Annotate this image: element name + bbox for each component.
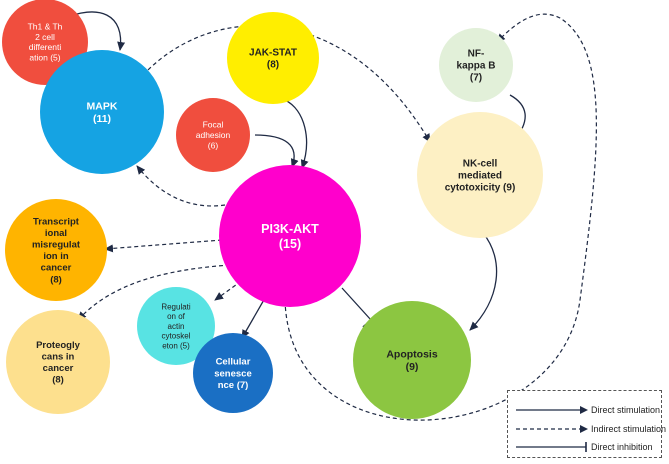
edge-pi3k-to-proteoglycans	[77, 264, 231, 321]
node-label-proteo: cancer	[43, 363, 74, 374]
node-label-apop: (9)	[406, 361, 419, 373]
edge-focal-to-pi3k	[254, 134, 299, 168]
node-label-proteo: Proteogly	[36, 340, 81, 351]
node-jak: JAK-STAT (8)	[227, 12, 319, 104]
node-circle-apop	[353, 301, 471, 419]
node-label-trans: (8)	[50, 274, 62, 285]
dashed-arrow-icon	[516, 425, 588, 433]
node-label-actin: eton (5)	[162, 341, 190, 350]
node-label-trans: ional	[45, 228, 67, 239]
node-label-trans: Transcript	[33, 216, 80, 227]
node-label-trans: misregulat	[32, 240, 81, 251]
node-label-th: Th1 & Th	[28, 21, 63, 31]
node-label-nk: NK-cell	[463, 158, 498, 169]
node-circle-nk	[417, 112, 543, 238]
node-circle-actin	[137, 287, 215, 365]
legend-label-indirect-stimulation: Indirect stimulation	[591, 424, 667, 434]
legend-row-direct-inhibition: Direct inhibition	[508, 438, 663, 458]
node-label-th: differenti	[29, 42, 62, 52]
node-label-jak: JAK-STAT	[249, 47, 297, 58]
node-label-senes: nce (7)	[218, 380, 249, 391]
edge-pi3k-inhibits-apoptosis	[341, 287, 372, 321]
node-label-actin: actin	[168, 322, 185, 331]
edge-nk-to-apoptosis	[469, 232, 498, 331]
node-label-apop: Apoptosis	[386, 348, 437, 360]
legend-label-direct-stimulation: Direct stimulation	[591, 405, 661, 415]
legend: Direct stimulation Indirect stimulation …	[507, 390, 667, 458]
node-label-mapk: (11)	[93, 113, 111, 125]
node-label-actin: Regulati	[161, 302, 191, 311]
node-label-trans: ion in	[43, 251, 69, 262]
node-label-jak: (8)	[267, 60, 279, 71]
node-nfkb: NF-kappa B(7)	[439, 28, 513, 102]
node-label-nfkb: (7)	[470, 73, 482, 84]
node-label-focal: Focal	[203, 120, 224, 130]
node-circle-trans	[5, 199, 107, 301]
node-circle-mapk	[40, 50, 164, 174]
edge-pi3k-to-senescence	[241, 297, 266, 339]
node-label-senes: senesce	[214, 368, 252, 379]
inhibition-bar-icon	[516, 442, 587, 452]
node-label-th: 2 cell	[35, 32, 55, 42]
legend-label-direct-inhibition: Direct inhibition	[591, 442, 653, 452]
node-label-pi3k: (15)	[279, 237, 301, 251]
node-label-th: ation (5)	[29, 53, 60, 63]
node-circle-focal	[176, 98, 250, 172]
node-circle-proteo	[6, 310, 110, 414]
node-label-nfkb: NF-	[468, 48, 485, 59]
edge-jak-to-pi3k	[284, 99, 309, 169]
node-label-senes: Cellular	[216, 357, 251, 368]
node-label-focal: adhesion	[196, 130, 231, 140]
node-apop: Apoptosis(9)	[353, 301, 471, 419]
solid-arrow-icon	[516, 406, 588, 414]
edge-pi3k-to-transcription	[104, 239, 223, 253]
node-label-proteo: cans in	[42, 352, 75, 363]
node-circle-nfkb	[439, 28, 513, 102]
node-label-nfkb: kappa B	[457, 61, 496, 72]
node-mapk: MAPK(11)	[40, 50, 164, 174]
node-label-actin: on of	[167, 312, 186, 321]
node-label-actin: cytoskel	[162, 332, 191, 341]
node-label-proteo: (8)	[52, 375, 64, 386]
edge-pi3k-to-mapk	[136, 165, 226, 207]
node-label-focal: (6)	[208, 140, 219, 150]
node-label-pi3k: PI3K-AKT	[261, 222, 319, 236]
node-circle-jak	[227, 12, 319, 104]
node-pi3k: PI3K-AKT(15)	[219, 165, 361, 307]
node-label-nk: cytotoxicity (9)	[445, 183, 516, 194]
node-circle-senes	[193, 333, 273, 413]
node-label-nk: mediated	[458, 171, 502, 182]
legend-row-indirect-stimulation: Indirect stimulation	[508, 420, 667, 440]
node-label-trans: cancer	[41, 263, 72, 274]
edge-apoptosis-loop-to-nfkb	[284, 13, 597, 421]
node-label-mapk: MAPK	[87, 100, 118, 112]
legend-row-direct-stimulation: Direct stimulation	[508, 401, 663, 421]
node-circle-pi3k	[219, 165, 361, 307]
